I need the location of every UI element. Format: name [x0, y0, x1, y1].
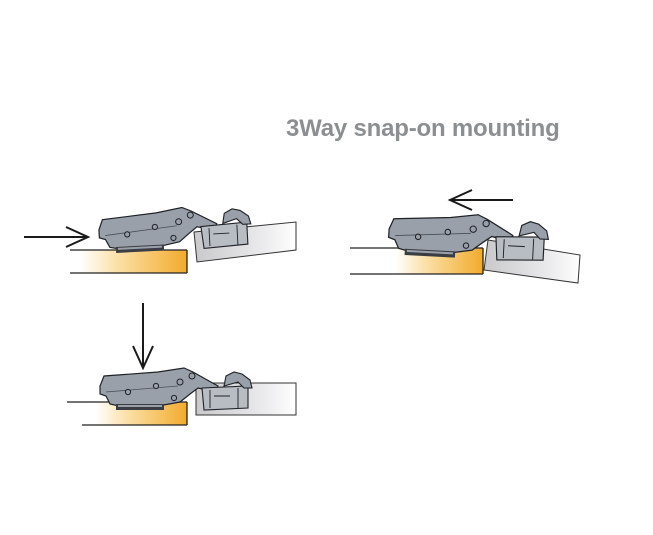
- diagram-title: 3Way snap-on mounting: [286, 115, 560, 142]
- step-3-press-down: [67, 303, 297, 426]
- cabinet-panel: [80, 250, 187, 273]
- hinge-icon: [97, 203, 253, 255]
- arrow-down-icon: [132, 303, 154, 371]
- step-2-slide-back: [350, 189, 581, 284]
- step-1-push-in: [24, 203, 297, 274]
- arrow-right-icon: [24, 226, 91, 248]
- arrow-left-icon: [447, 189, 513, 211]
